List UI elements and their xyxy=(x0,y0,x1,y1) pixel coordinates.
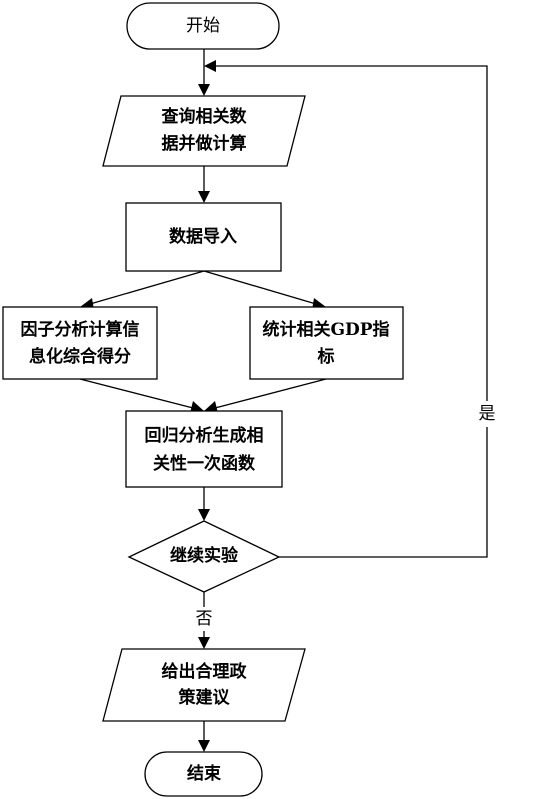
query-parallelogram-shape xyxy=(102,95,306,167)
advice-parallelogram-shape xyxy=(102,648,306,722)
no-label-background xyxy=(191,607,217,631)
node-query: 查询相关数 据并做计算 xyxy=(102,95,306,167)
query-label-line2: 据并做计算 xyxy=(162,133,247,154)
edge-label-no: 否 xyxy=(196,609,213,629)
gdp-label-line2: 标 xyxy=(318,346,335,367)
factor-label-line2: 息化综合得分 xyxy=(29,346,131,367)
edge-import-to-gdp xyxy=(203,270,317,305)
edge-import-to-factor xyxy=(89,270,205,305)
import-process-shape xyxy=(125,202,282,272)
factor-label-line1: 因子分析计算信 xyxy=(21,319,140,340)
start-label: 开始 xyxy=(186,16,220,36)
arrowhead-advice-to-end xyxy=(198,740,210,752)
gdp-label-line1: 统计相关GDP指 xyxy=(262,319,389,340)
node-gdp: 统计相关GDP指 标 xyxy=(249,306,404,380)
edge-gdp-to-regression xyxy=(214,378,327,409)
advice-label-line1: 给出合理政 xyxy=(162,661,248,682)
arrowhead-factor-to-regression xyxy=(190,401,204,413)
edge-label-yes: 是 xyxy=(479,404,496,424)
regression-process-shape xyxy=(125,410,283,488)
node-end: 结束 xyxy=(144,751,263,797)
arrowhead-loop-back xyxy=(204,60,216,72)
arrowhead-regression-to-decision xyxy=(198,509,210,521)
regression-label-line1: 回归分析生成相 xyxy=(145,425,264,446)
arrowhead-query-to-import xyxy=(198,191,210,203)
regression-label-line2: 关性一次函数 xyxy=(153,453,256,474)
node-start: 开始 xyxy=(126,2,280,50)
node-decision: 继续实验 xyxy=(127,520,281,593)
arrowhead-gdp-to-regression xyxy=(204,401,218,413)
node-factor: 因子分析计算信 息化综合得分 xyxy=(2,306,158,380)
decision-label: 继续实验 xyxy=(170,545,239,566)
arrowhead-decision-to-advice xyxy=(198,637,210,649)
node-regression: 回归分析生成相 关性一次函数 xyxy=(125,410,283,488)
factor-process-shape xyxy=(2,306,158,380)
edge-decision-loop-back xyxy=(216,65,488,558)
arrowhead-start-to-query xyxy=(198,84,210,96)
yes-label-background xyxy=(474,401,500,427)
import-label: 数据导入 xyxy=(169,226,237,247)
end-terminal-shape xyxy=(144,751,263,797)
advice-label-line2: 策建议 xyxy=(179,687,231,708)
decision-diamond-shape xyxy=(127,520,281,593)
gdp-process-shape xyxy=(249,306,404,380)
edge-factor-to-regression xyxy=(79,378,194,409)
end-label: 结束 xyxy=(187,763,221,784)
start-terminal-shape xyxy=(126,2,280,50)
node-advice: 给出合理政 策建议 xyxy=(102,648,306,722)
node-import: 数据导入 xyxy=(125,202,282,272)
connectors xyxy=(79,49,488,752)
query-label-line1: 查询相关数 xyxy=(161,106,248,127)
